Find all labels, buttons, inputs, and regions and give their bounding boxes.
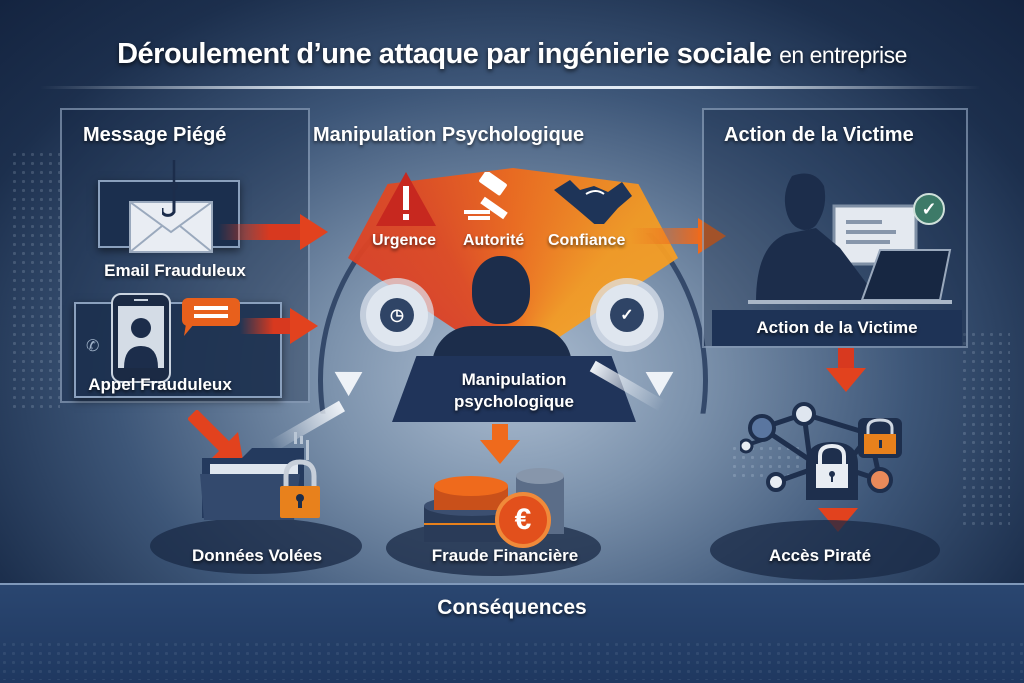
- euro-coin: €: [495, 492, 551, 548]
- network-lock-icon: [738, 400, 920, 510]
- target-person-head: [472, 256, 530, 324]
- data-shadow: [150, 518, 362, 574]
- euro-symbol: €: [514, 503, 532, 536]
- check-icon: ✓: [610, 298, 644, 332]
- chat-bubble-icon: [180, 296, 244, 336]
- page-title: Déroulement d’une attaque par ingénierie…: [0, 38, 1024, 71]
- locked-folder-icon: [198, 430, 328, 522]
- victim-at-laptop-icon: [744, 166, 954, 306]
- manipulation-center-label-1: Manipulation: [461, 370, 567, 389]
- call-arrow-shaft: [240, 318, 296, 334]
- title-main: Déroulement d’une attaque par ingénierie…: [117, 38, 772, 70]
- gear-check: ✓: [596, 284, 658, 346]
- email-arrow-icon: [300, 214, 328, 250]
- call-fraud-label: Appel Frauduleux: [88, 375, 232, 394]
- phone-small-icon: ✆: [86, 338, 100, 355]
- lever-autorite: Autorité: [463, 232, 525, 249]
- email-fraud-label: Email Frauduleux: [104, 261, 246, 280]
- consequence-fraud-label: Fraude Financière: [431, 546, 579, 565]
- lever-urgence: Urgence: [372, 232, 437, 249]
- call-arrow-icon: [290, 308, 318, 344]
- lever-confiance: Confiance: [548, 232, 626, 249]
- section-title-message: Message Piégé: [83, 124, 227, 146]
- fraud-down-arrow-icon: [480, 440, 520, 464]
- section-title-manipulation: Manipulation Psychologique: [313, 124, 585, 146]
- title-suffix: en entreprise: [779, 42, 907, 68]
- clock-icon: ◷: [380, 298, 414, 332]
- consequence-access-label: Accès Piraté: [768, 546, 872, 565]
- victim-caption-bar: [712, 310, 962, 346]
- handshake-icon: [552, 176, 632, 226]
- fraud-arrow-shaft: [492, 424, 508, 442]
- consequences-band: [0, 583, 1024, 683]
- fishing-hook-icon: [160, 160, 186, 226]
- gear-clock: ◷: [366, 284, 428, 346]
- manipulation-center-label-2: psychologique: [454, 392, 574, 411]
- gavel-icon: [462, 170, 518, 226]
- consequences-title: Conséquences: [437, 596, 587, 619]
- victim-arrow-shaft: [630, 228, 702, 244]
- acces-shadow: [710, 520, 940, 580]
- section-title-victim: Action de la Victime: [724, 124, 914, 146]
- fraudulent-call-icon: [110, 292, 172, 384]
- texture-right: [960, 330, 1010, 530]
- title-divider: [40, 86, 980, 89]
- victim-down-arrow-icon: [826, 368, 866, 392]
- victim-down-arrow-shaft: [838, 348, 854, 370]
- warning-icon: [374, 170, 438, 228]
- success-check-icon: ✓: [913, 193, 945, 225]
- bottom-texture: [0, 640, 1024, 680]
- victim-caption: Action de la Victime: [756, 318, 918, 337]
- texture-left: [10, 150, 60, 410]
- data-arrow-icon: [187, 409, 248, 470]
- consequence-data-label: Données Volées: [191, 546, 323, 565]
- phishing-email-icon: [128, 196, 214, 254]
- email-arrow-shaft: [218, 224, 304, 240]
